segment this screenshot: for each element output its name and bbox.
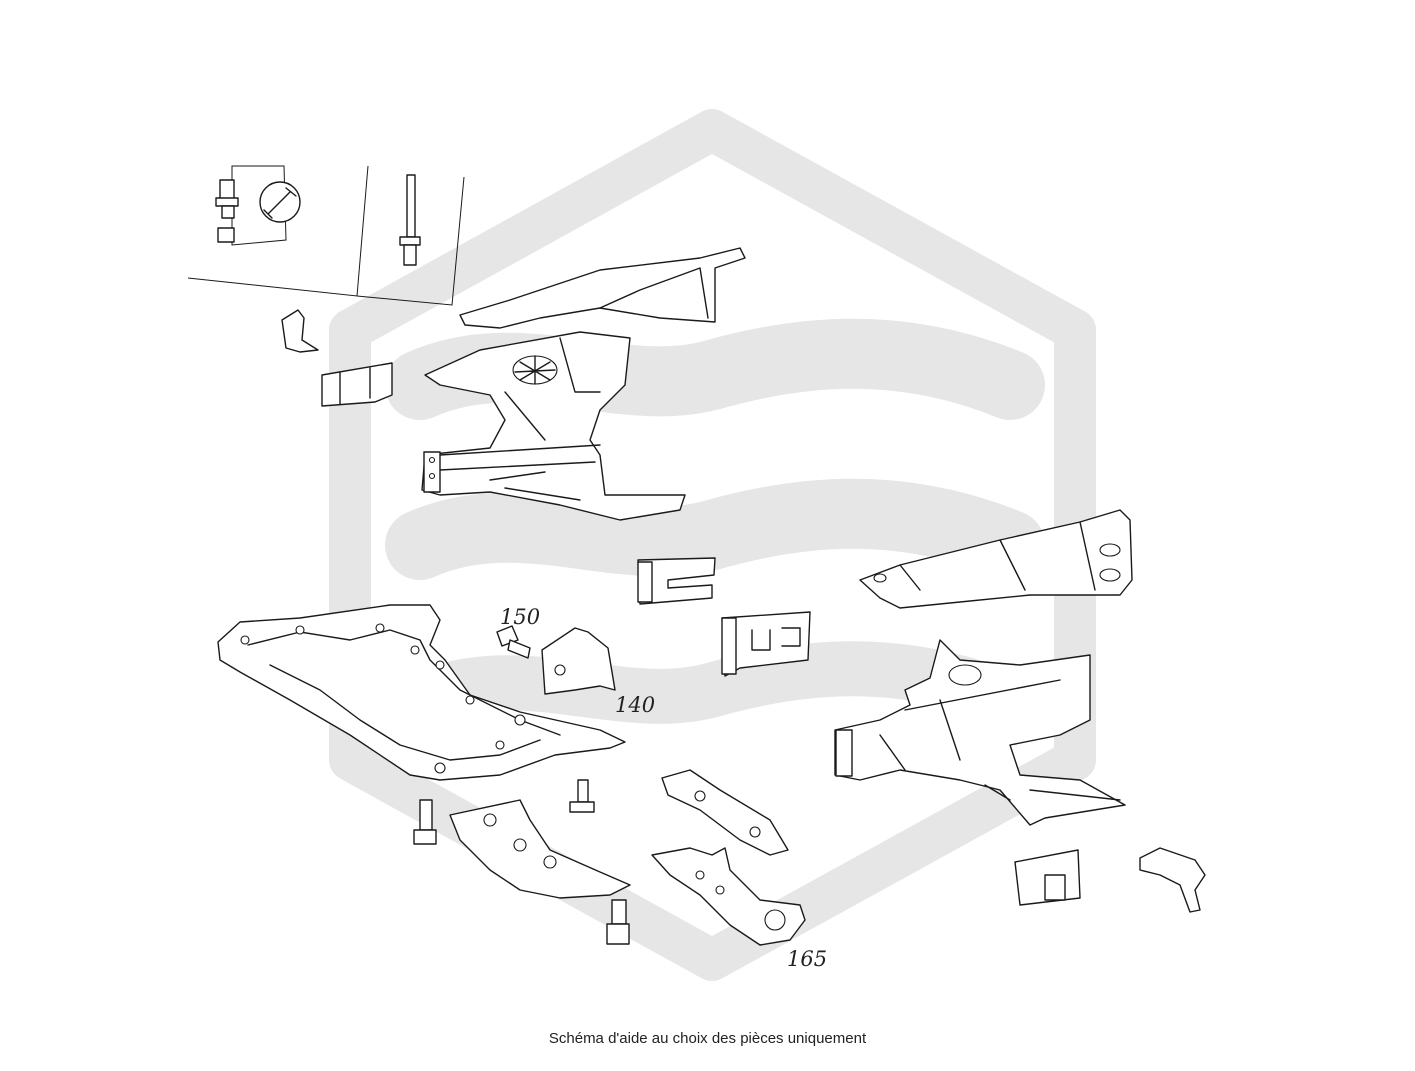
lower-bracket-center (661, 769, 789, 856)
left-wheelhouse-assembly (421, 247, 746, 521)
bolt-icon-lower-bottom (606, 899, 630, 945)
bottom-right-bracket-b (1139, 847, 1206, 913)
bolt-icon-lower-center (569, 779, 595, 813)
small-bracket-upper (281, 309, 393, 407)
bolt-icon-lower-left (413, 799, 437, 845)
wrench-icon (259, 181, 301, 223)
front-subframe (217, 604, 626, 781)
bolt-150 (496, 625, 531, 659)
right-wheelhouse-assembly (834, 639, 1126, 826)
middle-bracket-b (721, 611, 811, 677)
caption: Schéma d'aide au choix des pièces unique… (548, 1030, 867, 1047)
callout-165: 165 (787, 947, 827, 971)
bracket-140 (541, 627, 616, 695)
lower-bracket-left (449, 799, 631, 899)
callout-140: 140 (615, 693, 655, 717)
bottom-right-bracket-a (1014, 849, 1081, 906)
bolt-icon (215, 179, 239, 243)
lower-bracket-165 (651, 847, 806, 946)
fastener-kit-panel (187, 165, 465, 306)
middle-bracket-a (637, 557, 716, 605)
callout-150: 150 (500, 605, 540, 629)
rivet-icon (399, 174, 421, 266)
right-frame-rail-upper (859, 509, 1133, 609)
